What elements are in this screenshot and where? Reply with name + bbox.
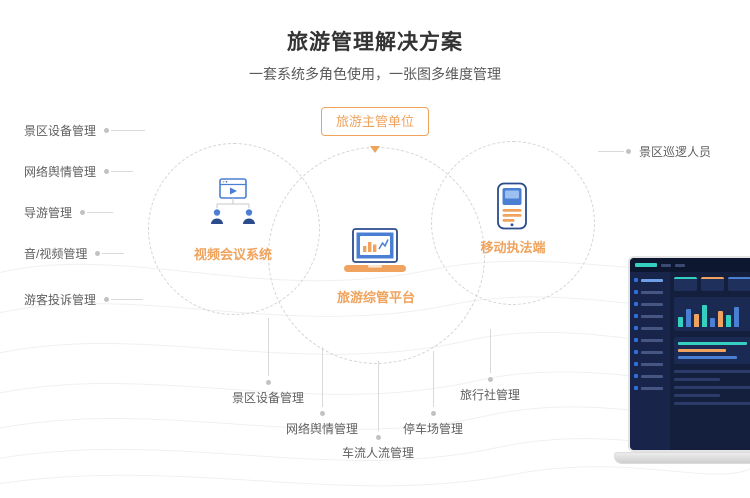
feature-label: 游客投诉管理 bbox=[24, 293, 97, 307]
connector-line bbox=[111, 130, 146, 131]
connector-line bbox=[489, 329, 491, 373]
dashboard-content bbox=[670, 272, 750, 450]
connector-line bbox=[377, 361, 379, 431]
laptop-base bbox=[614, 452, 750, 464]
connector-dot bbox=[265, 380, 271, 385]
laptop-mockup bbox=[614, 256, 750, 464]
connector-dot bbox=[95, 251, 101, 256]
right-feature-item: 景区巡逻人员 bbox=[598, 143, 711, 160]
sidebar-row bbox=[634, 314, 666, 318]
feature-label: 景区巡逻人员 bbox=[639, 145, 712, 159]
video-conference-icon bbox=[211, 178, 255, 224]
dashboard-sidebar bbox=[630, 272, 670, 450]
background-contour-waves bbox=[0, 260, 750, 487]
dashboard-menu-item bbox=[675, 263, 685, 267]
dashboard-logo bbox=[635, 263, 657, 267]
page-title: 旅游管理解决方案 bbox=[287, 31, 463, 54]
bottom-feature-item: 网络舆情管理 bbox=[286, 347, 358, 437]
dashboard-topbar bbox=[630, 258, 750, 272]
connector-line bbox=[102, 253, 125, 254]
connector-line bbox=[432, 351, 434, 407]
feature-label: 停车场管理 bbox=[402, 422, 464, 436]
left-feature-item: 音/视频管理 bbox=[24, 245, 125, 262]
left-feature-item: 导游管理 bbox=[24, 204, 114, 221]
connector-dot bbox=[430, 411, 436, 416]
connector-dot bbox=[104, 128, 110, 133]
connector-dot bbox=[319, 411, 325, 416]
connector-line bbox=[598, 151, 624, 152]
connector-dot bbox=[626, 149, 631, 154]
feature-label: 网络舆情管理 bbox=[285, 422, 359, 436]
bottom-feature-item: 旅行社管理 bbox=[460, 329, 520, 403]
connector-line bbox=[111, 299, 144, 300]
connector-dot bbox=[487, 377, 493, 382]
connector-dot bbox=[80, 210, 86, 215]
sidebar-row bbox=[634, 278, 666, 282]
dashboard-stat-chips bbox=[674, 277, 750, 291]
page-subtitle: 一套系统多角色使用，一张图多维度管理 bbox=[249, 66, 501, 82]
feature-label: 网络舆情管理 bbox=[24, 165, 97, 179]
connector-dot bbox=[104, 169, 110, 174]
left-feature-item: 网络舆情管理 bbox=[24, 163, 134, 180]
dashboard-bar-chart bbox=[674, 297, 750, 331]
dashboard-text-rows bbox=[674, 370, 750, 405]
laptop-chart-icon bbox=[344, 228, 406, 272]
connector-line bbox=[87, 212, 114, 213]
handheld-device-icon bbox=[497, 182, 527, 230]
left-feature-item: 景区设备管理 bbox=[24, 122, 146, 139]
sidebar-row bbox=[634, 302, 666, 306]
feature-label: 旅行社管理 bbox=[459, 388, 521, 402]
sidebar-row bbox=[634, 362, 666, 366]
circle-mobile-enforcement bbox=[431, 141, 595, 305]
feature-label: 景区设备管理 bbox=[231, 391, 305, 405]
authority-badge: 旅游主管单位 bbox=[320, 107, 430, 136]
label-video-conference-system: 视频会议系统 bbox=[193, 247, 273, 262]
dashboard-progress-panel bbox=[674, 337, 750, 364]
laptop-screen bbox=[628, 256, 750, 452]
connector-dot bbox=[104, 297, 110, 302]
left-feature-item: 游客投诉管理 bbox=[24, 291, 144, 308]
connector-line bbox=[111, 171, 134, 172]
connector-line bbox=[267, 318, 269, 376]
bottom-feature-item: 停车场管理 bbox=[403, 351, 463, 437]
feature-label: 景区设备管理 bbox=[24, 124, 97, 138]
bottom-feature-item: 车流人流管理 bbox=[342, 361, 414, 461]
sidebar-row bbox=[634, 350, 666, 354]
feature-label: 车流人流管理 bbox=[341, 446, 415, 460]
arrow-down-icon bbox=[370, 146, 380, 153]
label-mobile-enforcement: 移动执法端 bbox=[480, 240, 546, 255]
connector-line bbox=[321, 347, 323, 407]
bottom-feature-item: 景区设备管理 bbox=[232, 318, 304, 406]
sidebar-row bbox=[634, 326, 666, 330]
dashboard-body bbox=[630, 272, 750, 450]
feature-label: 音/视频管理 bbox=[24, 247, 88, 261]
connector-dot bbox=[375, 435, 381, 440]
sidebar-row bbox=[634, 338, 666, 342]
sidebar-row bbox=[634, 290, 666, 294]
label-tourism-platform: 旅游综管平台 bbox=[336, 290, 416, 305]
dashboard-menu-item bbox=[661, 263, 671, 267]
sidebar-row bbox=[634, 386, 666, 390]
sidebar-row bbox=[634, 374, 666, 378]
feature-label: 导游管理 bbox=[24, 206, 73, 220]
